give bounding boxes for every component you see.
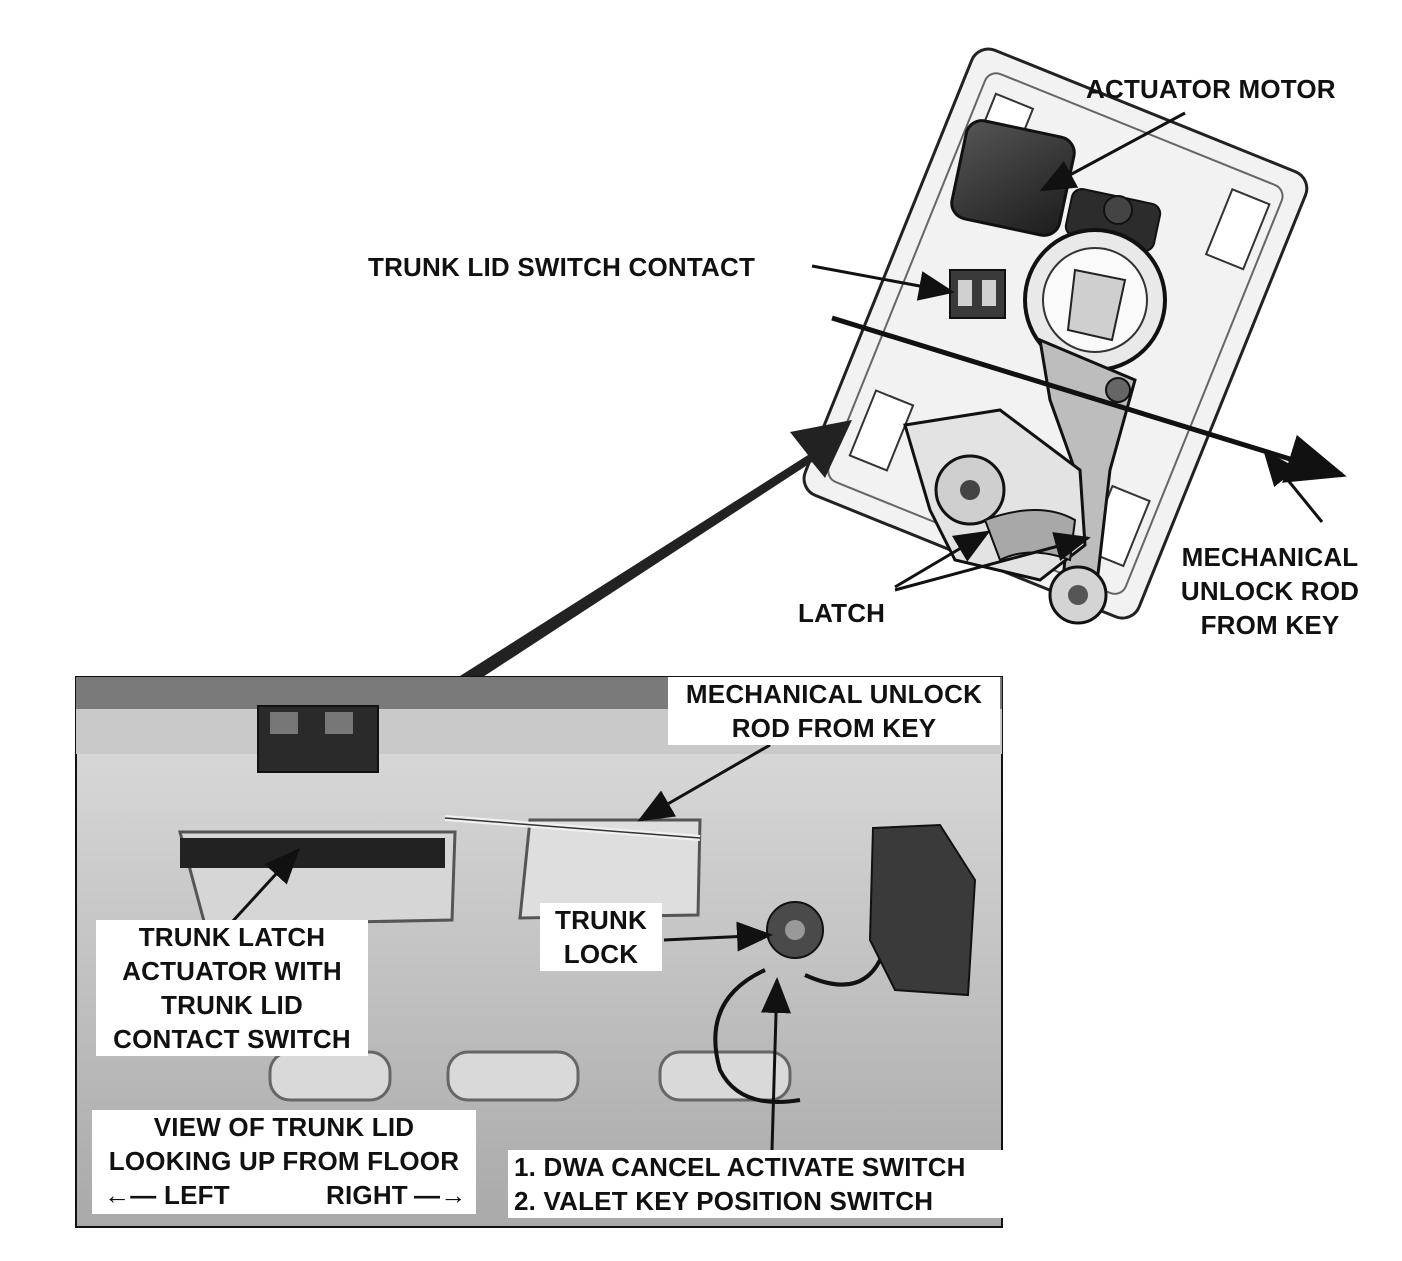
label-trunk-lock: TRUNK LOCK — [540, 903, 662, 971]
label-trunk-latch-actuator: TRUNK LATCH ACTUATOR WITH TRUNK LID CONT… — [96, 920, 368, 1056]
switch-item-1: 1. DWA CANCEL ACTIVATE SWITCH — [514, 1152, 966, 1182]
zoom-arrow — [430, 420, 852, 705]
left-arrow-icon: ←— — [104, 1180, 157, 1210]
label-actuator-motor: ACTUATOR MOTOR — [1086, 74, 1336, 104]
label-trunk-lid-switch-contact: TRUNK LID SWITCH CONTACT — [368, 252, 756, 282]
label-switch-list: 1. DWA CANCEL ACTIVATE SWITCH 2. VALET K… — [508, 1150, 1006, 1218]
actuator-motor — [950, 119, 1162, 252]
direction-left: LEFT — [164, 1180, 230, 1210]
label-latch: LATCH — [798, 598, 886, 628]
top-callout-lines — [811, 111, 1324, 592]
right-arrow-icon: —→ — [414, 1180, 467, 1210]
switch-item-2: 2. VALET KEY POSITION SWITCH — [514, 1186, 934, 1216]
label-mechanical-unlock-rod-top: MECHANICAL UNLOCK ROD FROM KEY — [1180, 542, 1360, 640]
switch-contact-block — [949, 269, 1006, 319]
latch-assembly-drawing — [802, 47, 1347, 625]
label-mechanical-unlock-rod-photo: MECHANICAL UNLOCK ROD FROM KEY — [668, 677, 1000, 745]
direction-right: RIGHT — [326, 1180, 408, 1210]
label-view-of-trunk-lid: VIEW OF TRUNK LID LOOKING UP FROM FLOOR … — [92, 1110, 476, 1214]
bottom-callout-lines — [230, 743, 792, 1151]
gear-wheel — [1023, 228, 1167, 372]
